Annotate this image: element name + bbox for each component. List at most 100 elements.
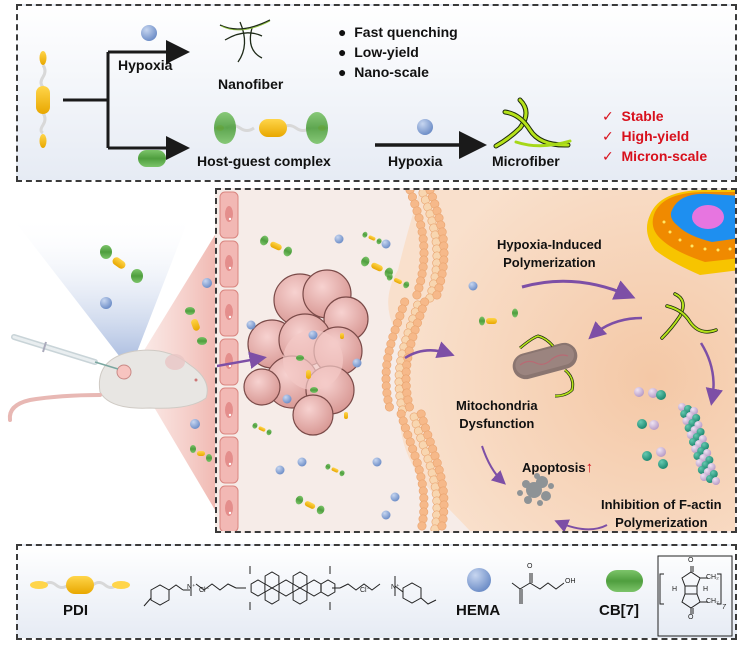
checkmark-icon: ✓ xyxy=(602,108,614,124)
factin-to-apoptosis-arrow xyxy=(554,519,608,531)
chem-label-oh: OH xyxy=(565,578,576,585)
scattered-molecules xyxy=(246,231,410,520)
aromatic-ring xyxy=(264,571,280,589)
hema-sphere-icon xyxy=(100,297,112,309)
increase-arrow-icon: ↑ xyxy=(585,459,594,476)
aromatic-ring xyxy=(292,571,308,589)
nucleolus xyxy=(228,511,232,515)
chem-label-cb7-ch2-bottom: CH₂ xyxy=(706,598,719,605)
microfiber-label: Microfiber xyxy=(492,153,560,169)
chem-label-cl-right: Cl⁻ xyxy=(360,587,371,594)
hema-sphere-icon xyxy=(390,492,400,502)
chem-label-cb7-subscript: 7 xyxy=(722,604,726,611)
cb7-capsule-icon xyxy=(606,570,643,592)
bullet-icon: ● xyxy=(338,64,355,80)
legend-label-cb7: CB[7] xyxy=(599,602,639,619)
pdi-chemical-structure xyxy=(143,566,437,610)
hema-sphere-icon xyxy=(202,278,212,288)
mitochondrion-icon xyxy=(512,334,578,398)
nucleolus xyxy=(228,413,232,417)
lipid-head xyxy=(404,402,414,412)
apoptosis-label: Apoptosis↑ xyxy=(522,459,594,476)
free-actin-monomer xyxy=(634,387,644,397)
free-actin-monomer xyxy=(658,459,668,469)
host-guest-complex-icon xyxy=(214,112,328,144)
property-high-yield: High-yield xyxy=(621,128,690,144)
chem-label-cb7-h-left: H xyxy=(672,586,678,593)
branch-arrows xyxy=(63,40,190,160)
property-stable: Stable xyxy=(621,108,664,124)
free-actin-monomer xyxy=(656,390,666,400)
mito-to-apoptosis-arrow xyxy=(481,445,506,485)
nanofiber-properties-list: ● Fast quenching ● Low-yield ● Nano-scal… xyxy=(338,22,458,82)
legend-label-hema: HEMA xyxy=(456,602,501,619)
cell-uptake-arrow xyxy=(404,341,455,360)
actin-monomer xyxy=(712,477,720,485)
cell-nucleus xyxy=(225,255,233,271)
free-actin-monomer xyxy=(649,420,659,430)
syringe-icon xyxy=(11,334,119,370)
upper-hypoxia-label: Hypoxia xyxy=(118,57,173,73)
to-factin-arrow xyxy=(699,342,723,406)
chem-label-o-hema: O xyxy=(527,563,533,570)
host-guest-complex-icon xyxy=(100,245,143,283)
tumor-spheroid-icon xyxy=(243,269,369,436)
property-low-yield: Low-yield xyxy=(354,44,419,60)
property-nano-scale: Nano-scale xyxy=(354,64,429,80)
bullet-icon: ● xyxy=(338,24,355,40)
property-micron-scale: Micron-scale xyxy=(621,148,708,164)
hema-sphere-icon xyxy=(275,465,285,475)
f-actin-filament-icon xyxy=(634,387,720,485)
chem-label-n-plus-right: N⁺ xyxy=(391,584,400,591)
to-mitochondria-arrow xyxy=(588,316,643,340)
lower-hypoxia-label: Hypoxia xyxy=(388,153,443,169)
chem-label-cl-left: Cl⁻ xyxy=(199,587,210,594)
chem-label-n-plus-left: N⁺ xyxy=(187,584,196,591)
apoptotic-body-icon xyxy=(517,473,554,506)
host-guest-complex-icon xyxy=(362,231,382,245)
bottom-panel-legend xyxy=(16,544,737,640)
checkmark-icon: ✓ xyxy=(602,128,614,144)
pdi-monomer-icon xyxy=(36,51,50,148)
hema-sphere-icon xyxy=(190,419,200,429)
host-guest-complex-icon xyxy=(325,463,345,477)
hema-sphere-icon xyxy=(468,281,478,291)
cell-nucleus xyxy=(225,451,233,467)
hema-sphere-icon xyxy=(334,234,344,244)
host-guest-complex-icon xyxy=(386,273,410,289)
nucleolus xyxy=(228,462,232,466)
hema-sphere-icon xyxy=(297,457,307,467)
tumor-site-icon xyxy=(116,364,132,380)
host-guest-complex-icon xyxy=(252,422,272,436)
aromatic-ring xyxy=(320,579,336,597)
extravasation-arrow xyxy=(217,351,267,369)
host-guest-complex-icon xyxy=(185,307,207,345)
legend-label-pdi: PDI xyxy=(63,602,89,619)
cell-nucleus xyxy=(225,402,233,418)
checkmark-icon: ✓ xyxy=(602,148,614,164)
aromatic-ring xyxy=(292,587,308,605)
cell-nucleus xyxy=(225,500,233,516)
hema-chemical-structure xyxy=(511,573,565,604)
cell-membrane xyxy=(381,190,449,531)
nucleolus xyxy=(228,364,232,368)
host-guest-complex-icon xyxy=(260,235,292,257)
cb7-capsule-icon xyxy=(138,150,166,167)
cell-nucleus xyxy=(225,206,233,222)
hema-sphere-icon xyxy=(141,25,157,41)
host-guest-complex-icon xyxy=(295,495,325,515)
nanofiber-icon xyxy=(219,19,271,63)
cb7-chemical-structure xyxy=(657,555,733,637)
host-guest-complex-icon xyxy=(479,308,518,326)
hema-sphere-icon xyxy=(372,457,382,467)
hema-sphere-icon xyxy=(417,119,433,135)
mouse-icon xyxy=(7,349,208,422)
property-fast-quenching: Fast quenching xyxy=(354,24,458,40)
nucleolus xyxy=(228,266,232,270)
hypoxia-induced-polymerization-label: Hypoxia-Induced Polymerization xyxy=(497,237,602,270)
hema-sphere-icon xyxy=(246,320,256,330)
